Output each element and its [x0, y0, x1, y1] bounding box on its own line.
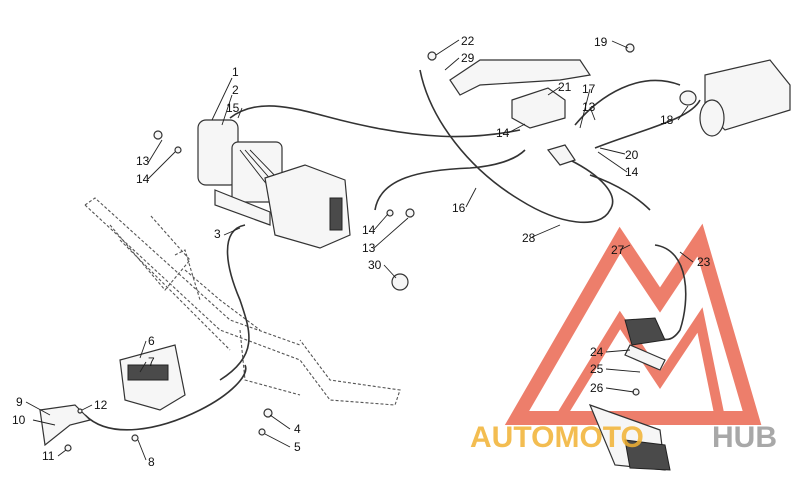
- cable-28: [419, 69, 614, 224]
- bolt-14c: [386, 209, 394, 217]
- callout-6: 6: [148, 334, 155, 348]
- callout-17: 17: [582, 82, 596, 96]
- callout-23: 23: [697, 255, 711, 269]
- callout-22: 22: [461, 34, 475, 48]
- watermark-text-part1: AUTOMOTO: [470, 421, 644, 454]
- winch-mount-block: [127, 364, 169, 381]
- callout-30: 30: [368, 258, 382, 272]
- winch-assembly: [197, 119, 351, 249]
- cable-rocker: [589, 174, 651, 211]
- callout-4: 4: [294, 422, 301, 436]
- callout-14a: 14: [136, 172, 150, 186]
- cable-15: [229, 105, 521, 138]
- callout-16: 16: [452, 201, 466, 215]
- callout-5: 5: [294, 440, 301, 454]
- bolt-8: [131, 434, 139, 442]
- leader-lines: [25, 39, 694, 461]
- callout-13c: 13: [362, 241, 376, 255]
- callout-25: 25: [590, 362, 604, 376]
- handlebar-controls: [39, 344, 671, 471]
- cable-handlebar: [84, 364, 247, 431]
- callouts: 1 2 15 3 13 14 14 13 30 16 28 22 29 21 1…: [12, 34, 711, 469]
- callout-10: 10: [12, 413, 26, 427]
- watermark-triangle-inner: [551, 307, 727, 423]
- starter-motor: [679, 59, 791, 137]
- starter-end: [699, 99, 725, 137]
- callout-19: 19: [594, 35, 608, 49]
- winch-gearbox: [264, 164, 351, 249]
- callout-29: 29: [461, 51, 475, 65]
- cable-3: [219, 224, 250, 381]
- cable-17: [574, 79, 681, 126]
- rocker-switch-body: [624, 317, 666, 346]
- throttle-block: [624, 439, 671, 471]
- callout-24: 24: [590, 345, 604, 359]
- callout-8: 8: [148, 455, 155, 469]
- callout-14c: 14: [362, 223, 376, 237]
- callout-15: 15: [226, 101, 240, 115]
- callout-21: 21: [558, 80, 572, 94]
- connector-21: [546, 144, 576, 166]
- callout-1: 1: [232, 65, 239, 79]
- winch-base: [214, 189, 271, 226]
- watermark-text: AUTOMOTO HUB: [470, 421, 777, 454]
- cable-20: [594, 99, 701, 149]
- lever-bracket: [39, 404, 92, 447]
- bolt-14a: [174, 146, 182, 154]
- callout-14d: 14: [625, 165, 639, 179]
- bolt-11: [64, 444, 72, 452]
- bolt-22: [427, 51, 437, 61]
- callout-14b: 14: [496, 126, 510, 140]
- bolt-5: [258, 428, 266, 436]
- contactor-assembly: [449, 59, 592, 166]
- bumper-frame: [84, 197, 401, 406]
- mounting-bracket: [449, 59, 592, 96]
- callout-11: 11: [42, 449, 55, 463]
- callout-13a: 13: [136, 154, 150, 168]
- bolt-13c: [405, 208, 415, 218]
- bolt-13a: [153, 130, 163, 140]
- callout-27: 27: [611, 243, 625, 257]
- callout-13b: 13: [582, 100, 596, 114]
- contactor-box: [511, 87, 566, 129]
- callout-26: 26: [590, 381, 604, 395]
- rocker-switch: [624, 317, 666, 371]
- callout-18: 18: [660, 113, 674, 127]
- callout-12: 12: [94, 398, 108, 412]
- callout-28: 28: [522, 231, 536, 245]
- watermark-text-part2: HUB: [712, 421, 777, 454]
- watermark-logo: [504, 223, 762, 425]
- callout-9: 9: [16, 395, 23, 409]
- cable-16: [374, 149, 526, 211]
- callout-2: 2: [232, 83, 239, 97]
- callout-3: 3: [214, 227, 221, 241]
- callout-7: 7: [148, 355, 155, 369]
- hardware: [64, 43, 640, 452]
- callout-20: 20: [625, 148, 639, 162]
- starter-cap-18: [679, 90, 697, 106]
- bolt-12: [77, 408, 83, 414]
- bolt-19: [625, 43, 635, 53]
- winch-label-plate: [329, 197, 343, 231]
- switch-bracket: [624, 344, 666, 371]
